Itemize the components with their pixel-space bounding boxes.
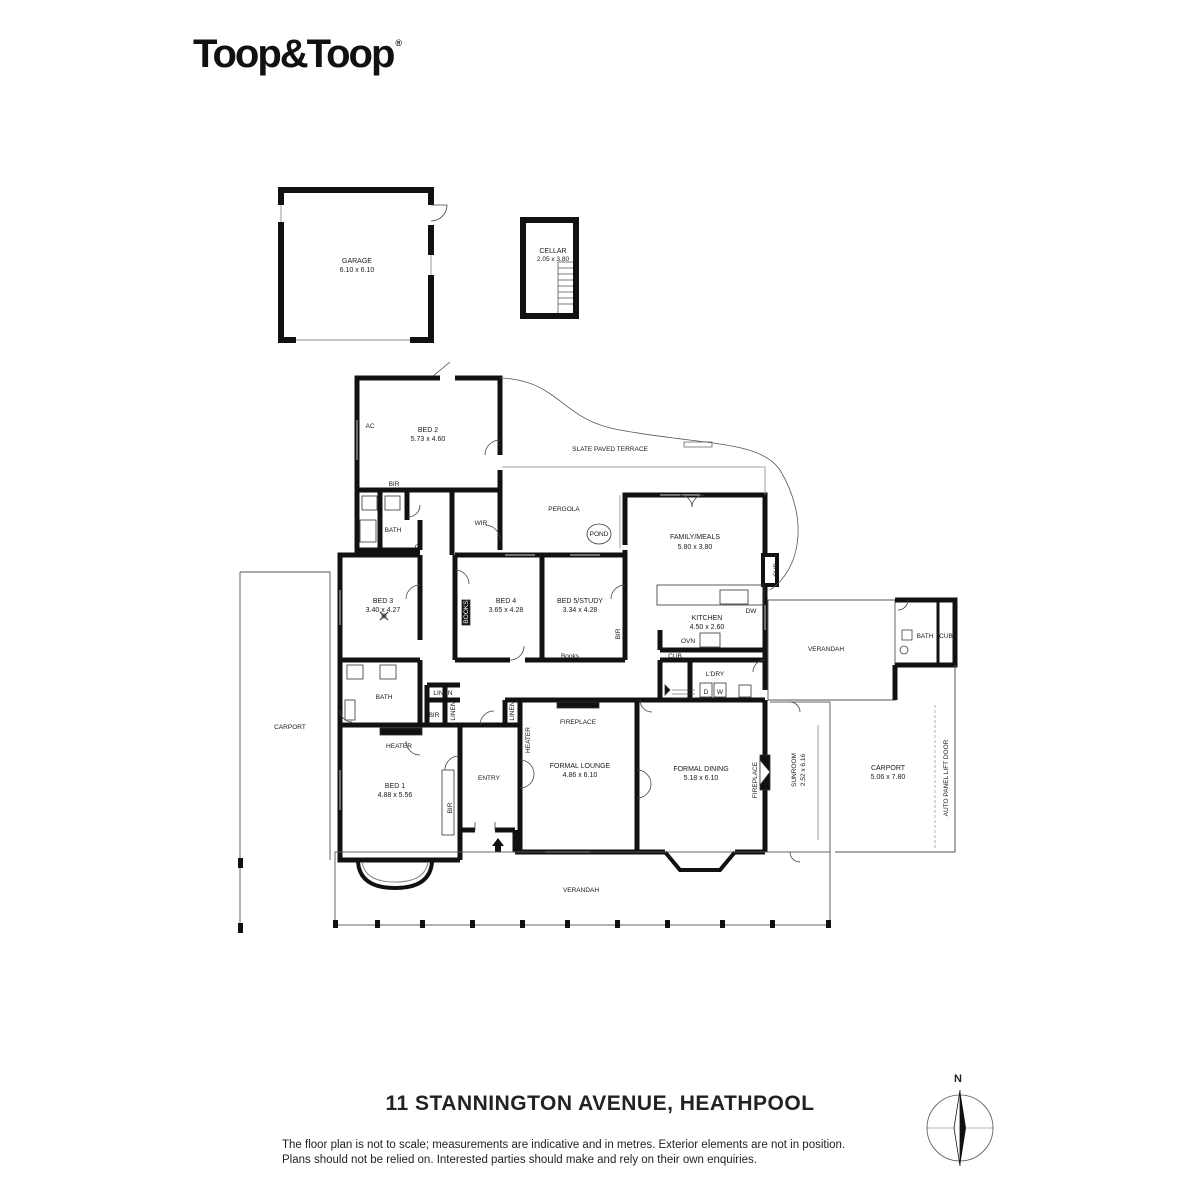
carport-east-size: 5.06 x 7.80: [871, 774, 906, 781]
books-bed5-label: Books: [561, 653, 580, 660]
east-wing: [767, 597, 958, 863]
d-label: D: [704, 689, 709, 696]
bir-bed2-label: BIR: [389, 481, 400, 488]
garage: [277, 187, 448, 344]
family-meals-size: 5.80 x 3.80: [678, 544, 713, 551]
disclaimer-line-2: Plans should not be relied on. Intereste…: [282, 1154, 757, 1166]
formal-dining-label: FORMAL DINING: [673, 766, 728, 773]
bay-windows: [356, 850, 737, 891]
pergola-label: PERGOLA: [548, 506, 580, 513]
w-label: W: [717, 689, 724, 696]
carport-west: [238, 571, 331, 933]
formal-dining-size: 5.18 x 6.10: [684, 775, 719, 782]
linen-1-label: LINEN: [433, 690, 452, 697]
heater-bed1-label: HEATER: [386, 743, 412, 750]
pond-label: POND: [590, 531, 609, 538]
cellar: [520, 217, 579, 319]
logo-text: Toop&Toop: [193, 32, 395, 76]
linen-3-label: LINEN: [509, 701, 516, 720]
fireplace-dining-label: FIREPLACE: [752, 761, 759, 798]
dw-label: DW: [746, 608, 758, 615]
compass-north-label: N: [954, 1073, 962, 1085]
formal-lounge-size: 4.86 x 6.10: [563, 772, 598, 779]
terrace-label: SLATE PAVED TERRACE: [572, 446, 648, 453]
bed2-size: 5.73 x 4.60: [411, 436, 446, 443]
cub-east-label: CUB: [939, 633, 953, 640]
property-address: 11 STANNINGTON AVENUE, HEATHPOOL: [385, 1092, 815, 1115]
bath-mid-label: BATH: [376, 694, 393, 701]
terrace-outline: [499, 377, 799, 591]
bath-east-label: BATH: [917, 633, 934, 640]
bed2-label: BED 2: [418, 427, 438, 434]
wir-label: WIR: [475, 520, 488, 527]
brand-logo: Toop&Toop®: [193, 32, 403, 77]
heater-lounge-label: HEATER: [525, 727, 532, 753]
laundry-label: L'DRY: [706, 671, 725, 678]
formal-lounge-label: FORMAL LOUNGE: [550, 763, 611, 770]
garage-label: GARAGE: [342, 258, 372, 265]
bed3-label: BED 3: [373, 598, 393, 605]
bath-upper-label: BATH: [385, 527, 402, 534]
compass-icon: [926, 1089, 994, 1167]
kitchen-size: 4.50 x 2.60: [690, 624, 725, 631]
cub-family-label: CUB: [773, 563, 780, 577]
house-walls: [337, 375, 779, 863]
bed5-label: BED 5/STUDY: [557, 598, 603, 605]
entry-label: ENTRY: [478, 775, 501, 782]
carport-east-label: CARPORT: [871, 765, 906, 772]
cub-kitchen-label: CUB: [668, 653, 682, 660]
family-meals-label: FAMILY/MEALS: [670, 534, 720, 541]
kitchen-label: KITCHEN: [692, 615, 723, 622]
entry-arrow-icon: [492, 838, 504, 852]
carport-west-label: CARPORT: [274, 724, 306, 731]
linen-2-label: LINEN: [450, 701, 457, 720]
bir-bed5-label: BIR: [615, 628, 622, 639]
bir-hall-label: BIR: [429, 712, 440, 719]
registered-mark: ®: [395, 38, 403, 48]
cellar-size: 2.05 x 3.80: [537, 256, 570, 263]
auto-door-label: AUTO PANEL LIFT DOOR: [943, 739, 950, 816]
bed1-label: BED 1: [385, 783, 405, 790]
ovn-label: OVN: [681, 638, 695, 645]
books-bed4-label: BOOKS: [463, 600, 470, 624]
bir-bed1-label: BIR: [447, 802, 454, 813]
garage-size: 6.10 x 6.10: [340, 267, 375, 274]
fixtures: [344, 495, 771, 836]
doors: [339, 361, 766, 830]
bed4-label: BED 4: [496, 598, 516, 605]
disclaimer-line-1: The floor plan is not to scale; measurem…: [282, 1139, 846, 1151]
bed4-size: 3.65 x 4.28: [489, 607, 524, 614]
bed5-size: 3.34 x 4.28: [563, 607, 598, 614]
sunroom-size: 2.52 x 6.16: [800, 754, 807, 787]
ac-label: AC: [365, 423, 374, 430]
verandah-east-label: VERANDAH: [808, 646, 844, 653]
sunroom-label: SUNROOM: [791, 753, 798, 787]
cellar-label: CELLAR: [539, 248, 566, 255]
fireplace-lounge-label: FIREPLACE: [560, 719, 597, 726]
disclaimer: The floor plan is not to scale; measurem…: [282, 1138, 922, 1168]
bed3-size: 3.40 x 4.27: [366, 607, 401, 614]
c-label: C: [415, 544, 420, 551]
front-verandah: [333, 851, 831, 928]
verandah-front-label: VERANDAH: [563, 887, 599, 894]
bed1-size: 4.88 x 5.56: [378, 792, 413, 799]
